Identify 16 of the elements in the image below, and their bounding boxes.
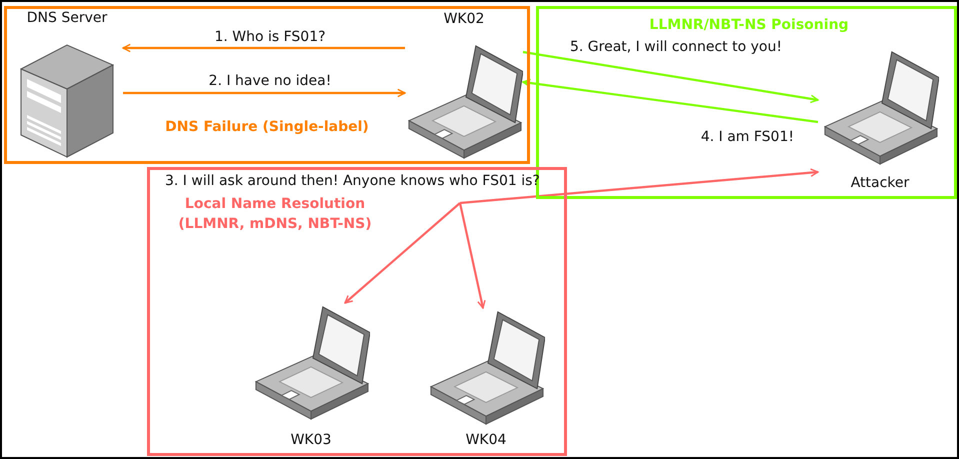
group-title: Local Name Resolution (LLMNR, mDNS, NBT-NS) xyxy=(177,195,373,234)
arrow xyxy=(123,88,406,98)
group-title: LLMNR/NBT-NS Poisoning xyxy=(648,16,850,35)
device-name: WK02 xyxy=(444,10,484,28)
group-frame xyxy=(147,167,567,456)
group-title: DNS Failure (Single-label) xyxy=(164,118,370,137)
device-name: DNS Server xyxy=(26,9,108,27)
arrow xyxy=(522,50,819,104)
device-name: WK04 xyxy=(466,431,506,449)
device-name: WK03 xyxy=(290,431,332,449)
arrow xyxy=(522,78,818,124)
arrow xyxy=(460,168,819,204)
arrow xyxy=(122,44,405,52)
arrow xyxy=(344,202,461,304)
arrow xyxy=(458,202,486,309)
device-name: Attacker xyxy=(850,174,910,192)
